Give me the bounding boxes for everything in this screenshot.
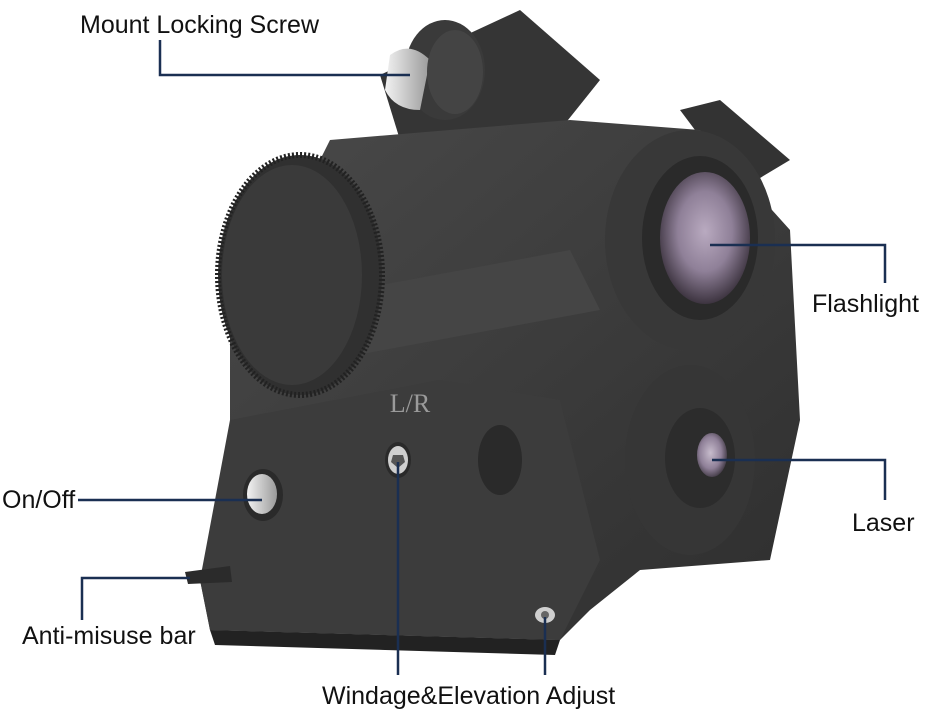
leader-mount	[158, 40, 410, 77]
side-port	[478, 425, 522, 495]
label-flashlight: Flashlight	[812, 290, 919, 318]
label-anti-misuse-bar: Anti-misuse bar	[22, 622, 196, 650]
laser-head	[625, 365, 755, 555]
label-on-off: On/Off	[2, 486, 76, 514]
label-windage-elevation-adjust: Windage&Elevation Adjust	[322, 682, 616, 710]
leader-anti	[80, 576, 190, 620]
windage-screw	[385, 442, 411, 478]
adjustment-dial	[215, 152, 385, 398]
mount-locking-screw	[385, 20, 485, 120]
leader-flashlight	[710, 243, 887, 283]
leader-lines	[78, 40, 887, 675]
on-off-button	[243, 469, 283, 521]
label-mount-locking-screw: Mount Locking Screw	[80, 11, 320, 39]
lr-engraving: L/R	[390, 389, 431, 418]
elevation-screw	[535, 607, 555, 623]
anti-misuse-bar	[185, 566, 232, 584]
leader-laser	[712, 458, 887, 500]
label-laser: Laser	[852, 509, 915, 537]
flashlight-head	[605, 130, 775, 350]
